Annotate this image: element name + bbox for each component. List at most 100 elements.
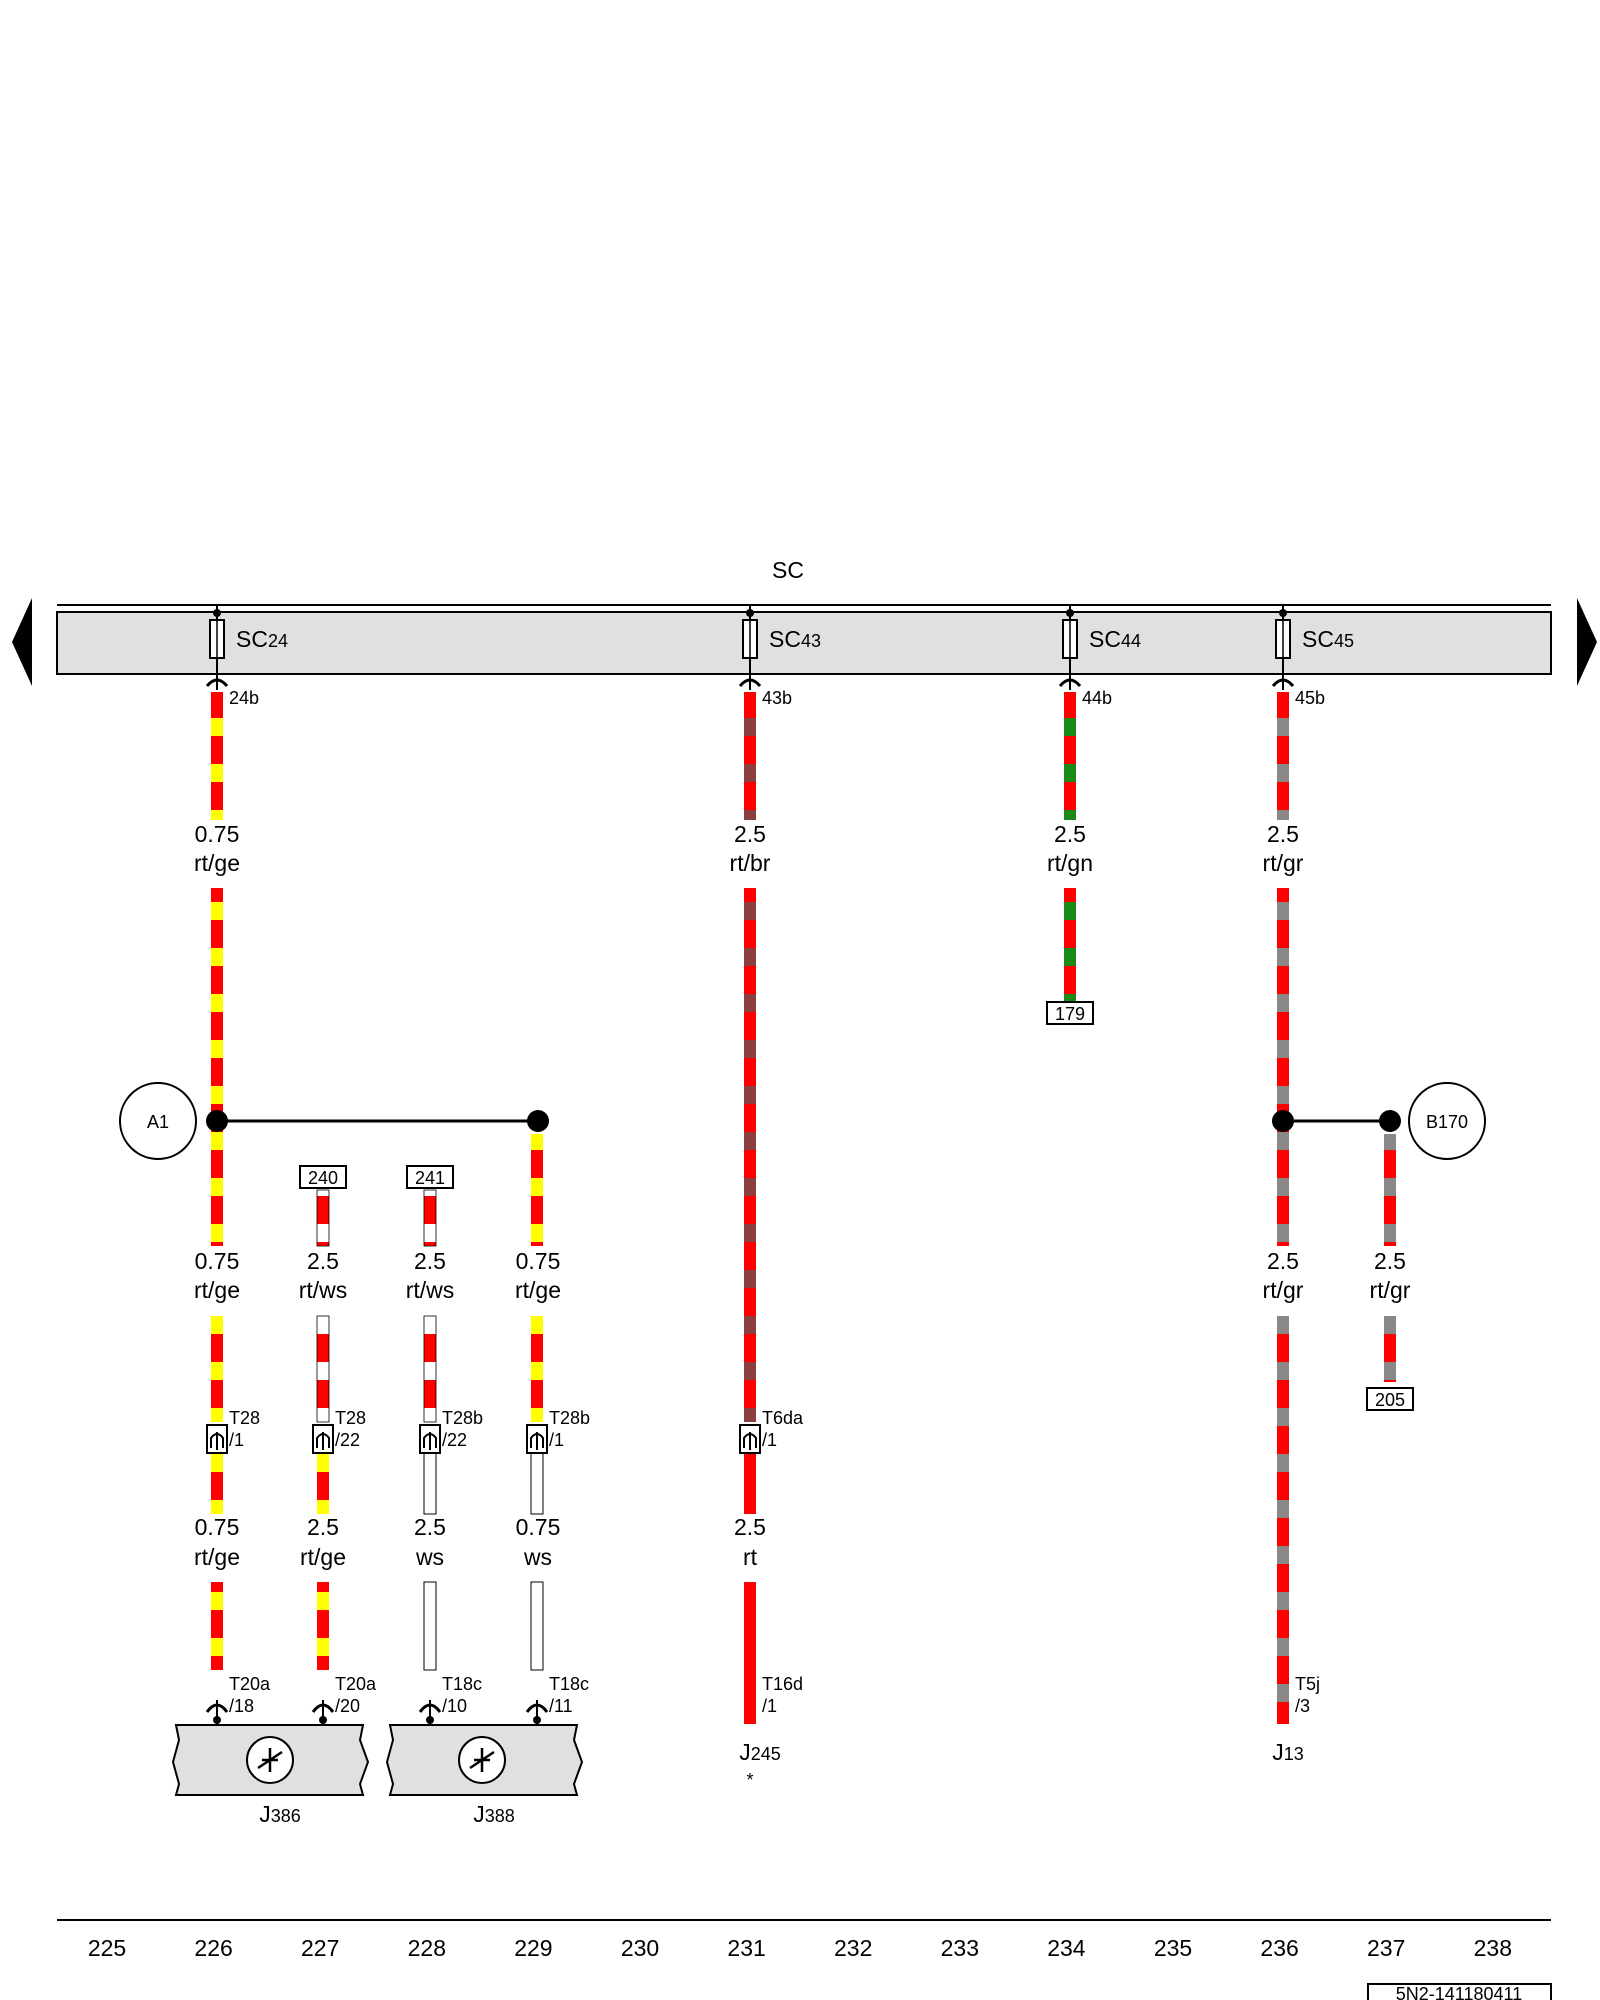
connector-name: T28 [335, 1408, 366, 1428]
connector-name: T28b [549, 1408, 590, 1428]
bus-label: SC [772, 557, 804, 583]
wire-size: 2.5 [307, 1248, 339, 1274]
connector-name: T20a [335, 1674, 377, 1694]
doc-code-box: 5N2-141180411 [1367, 1983, 1552, 2000]
connector-name: T6da [762, 1408, 804, 1428]
wire-segment [211, 1452, 223, 1514]
doc-code: 5N2-141180411 [1396, 1984, 1522, 2000]
ref-label: 179 [1055, 1004, 1085, 1024]
wire-size: 2.5 [307, 1514, 339, 1540]
bus-bar: SC [12, 557, 1597, 686]
fuse-sc43: SC43 43b [738, 605, 821, 708]
ref-240: 240 [299, 1165, 347, 1189]
wire-size: 2.5 [734, 1514, 766, 1540]
splices [206, 1110, 1401, 1132]
wire-segments [211, 692, 1396, 1724]
splice-dot [1379, 1110, 1401, 1132]
wire-size: 0.75 [516, 1514, 561, 1540]
wire-size: 2.5 [734, 821, 766, 847]
ref-label: 241 [415, 1168, 445, 1188]
wire-segment [530, 1451, 544, 1515]
wire-color: rt/gr [1263, 850, 1304, 876]
wire-color: rt/ge [300, 1544, 346, 1570]
connector-c2: T28 /22 [312, 1408, 366, 1454]
scale-number: 238 [1474, 1935, 1512, 1961]
component-j13: J13 [1272, 1739, 1304, 1765]
wire-size: 2.5 [414, 1248, 446, 1274]
wire-color: rt/gr [1370, 1277, 1411, 1303]
component-label: J386 [259, 1801, 301, 1827]
connector-c9: T18c /11 [525, 1674, 589, 1724]
wire-segment [530, 1581, 544, 1671]
connector-c4: T28b /1 [526, 1408, 590, 1454]
connector-pin: /1 [762, 1696, 777, 1716]
connector-pin: /1 [549, 1430, 564, 1450]
fuse-sc44: SC44 44b [1058, 605, 1141, 708]
connector-c10: T16d /1 [762, 1674, 803, 1716]
scale-number: 233 [941, 1935, 979, 1961]
fuse-sc24: SC24 24b [205, 605, 288, 708]
connector-name: T18c [442, 1674, 482, 1694]
wire-segment [317, 1582, 329, 1670]
wire-segment [744, 1452, 756, 1514]
wire-size: 0.75 [516, 1248, 561, 1274]
scale-number: 234 [1047, 1935, 1086, 1961]
wire-segment [211, 692, 223, 820]
splice-dot [206, 1110, 228, 1132]
component-j245: J245 * [739, 1739, 781, 1790]
ref-label: 240 [308, 1168, 338, 1188]
scale-number: 225 [88, 1935, 126, 1961]
wire-segment [1384, 1134, 1396, 1246]
connector-c5: T6da /1 [739, 1408, 804, 1454]
wire-segment [423, 1189, 437, 1247]
wire-segment [1064, 692, 1076, 820]
wire-color: rt/ws [406, 1277, 455, 1303]
connector-pin: /10 [442, 1696, 467, 1716]
connector-pin: /3 [1295, 1696, 1310, 1716]
connector-c3: T28b /22 [419, 1408, 483, 1454]
wire-segment [1277, 888, 1289, 1246]
connector-pin: /22 [442, 1430, 467, 1450]
node-a1: A1 [119, 1082, 197, 1160]
fuse-label: SC24 [236, 626, 288, 652]
connector-name: T16d [762, 1674, 803, 1694]
splice-dot [527, 1110, 549, 1132]
wire-segment [1384, 1316, 1396, 1382]
fuse-label: SC44 [1089, 626, 1141, 652]
ref-241: 241 [406, 1165, 454, 1189]
wire-size: 0.75 [195, 1248, 240, 1274]
wire-segment [531, 1134, 543, 1246]
wire-size: 2.5 [414, 1514, 446, 1540]
wire-color: ws [415, 1544, 444, 1570]
node-b170: B170 [1408, 1082, 1486, 1160]
ref-label: 205 [1375, 1390, 1405, 1410]
wire-size: 2.5 [1054, 821, 1086, 847]
wire-segment [744, 692, 756, 820]
wire-segment [744, 888, 756, 1422]
wire-color: ws [523, 1544, 552, 1570]
fuse-label: SC43 [769, 626, 821, 652]
scale-number: 232 [834, 1935, 872, 1961]
fuse-terminal: 43b [762, 688, 792, 708]
wire-segment [211, 1316, 223, 1422]
wire-color: rt/ge [194, 1544, 240, 1570]
connector-name: T20a [229, 1674, 271, 1694]
wire-color: rt/ge [194, 850, 240, 876]
wire-segment [423, 1581, 437, 1671]
wire-size: 2.5 [1267, 1248, 1299, 1274]
connector-c7: T20a /20 [311, 1674, 377, 1724]
wire-size: 2.5 [1267, 821, 1299, 847]
component-note: * [746, 1770, 753, 1790]
scale-number: 226 [194, 1935, 232, 1961]
wire-size: 0.75 [195, 821, 240, 847]
wire-segment [423, 1315, 437, 1423]
wire-segment [316, 1189, 330, 1247]
ref-205: 205 [1366, 1387, 1414, 1411]
node-label: A1 [147, 1112, 169, 1132]
control-unit-j386: J386 [171, 1724, 370, 1827]
wire-labels: 0.75 rt/ge 2.5 rt/br 2.5 rt/gn 2.5 rt/gr… [194, 821, 1411, 1570]
component-label: J388 [473, 1801, 515, 1827]
arrow-right-icon [1577, 598, 1597, 686]
connector-c1: T28 /1 [206, 1408, 260, 1454]
wire-segment [211, 1582, 223, 1670]
